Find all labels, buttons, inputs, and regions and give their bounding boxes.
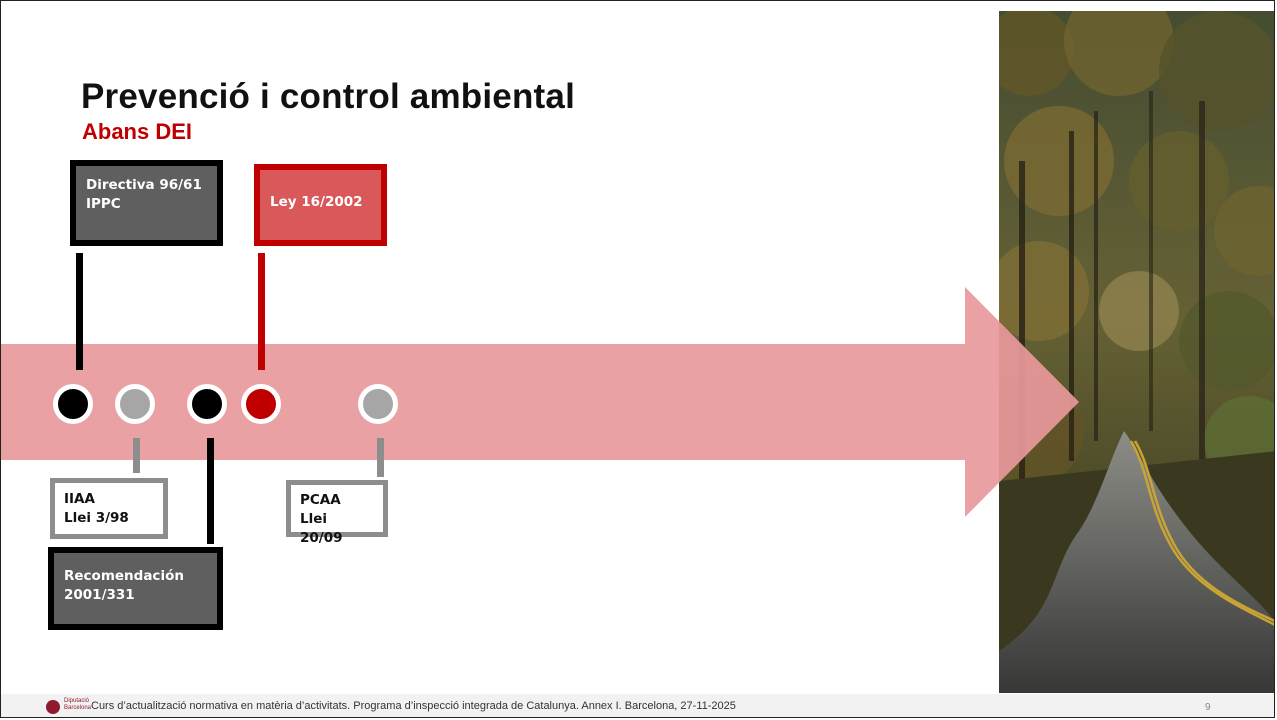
forest-road-illustration bbox=[999, 11, 1274, 693]
event-label-line: Llei 3/98 bbox=[64, 510, 129, 526]
event-label-line: Ley 16/2002 bbox=[270, 194, 363, 210]
event-box-iiaa: IIAA Llei 3/98 bbox=[50, 478, 168, 539]
timeline-arrow bbox=[1, 287, 1079, 517]
event-label-line: IPPC bbox=[86, 196, 121, 212]
slide-title: Prevenció i control ambiental bbox=[81, 77, 575, 116]
footer-org-name: Diputació Barcelona bbox=[64, 698, 92, 711]
timeline-dot-directiva bbox=[53, 384, 93, 424]
event-box-ley-16-2002: Ley 16/2002 bbox=[254, 164, 387, 246]
event-label-line: Directiva 96/61 bbox=[86, 177, 202, 193]
connector-ley-16-2002 bbox=[258, 253, 265, 370]
footer-text: Curs d’actualització normativa en matèri… bbox=[91, 700, 736, 712]
event-label-line: Recomendación bbox=[64, 568, 184, 584]
event-box-pcaa: PCAA Llei 20/09 bbox=[286, 480, 388, 546]
timeline-dot-ley-16-2002 bbox=[241, 384, 281, 424]
event-box-directiva-96-61: Directiva 96/61 IPPC bbox=[70, 160, 223, 246]
connector-iiaa bbox=[133, 438, 140, 473]
event-label-line: IIAA bbox=[64, 491, 95, 507]
timeline-dot-pcaa bbox=[358, 384, 398, 424]
connector-pcaa bbox=[377, 438, 384, 477]
forest-road-photo bbox=[999, 11, 1274, 693]
connector-recomendacion bbox=[207, 438, 214, 544]
slide-footer: Diputació Barcelona Curs d’actualització… bbox=[1, 694, 1274, 717]
event-box-recomendacion-2001-331: Recomendación 2001/331 bbox=[48, 547, 223, 630]
connector-directiva bbox=[76, 253, 83, 370]
timeline-dot-iiaa bbox=[115, 384, 155, 424]
event-label-line: PCAA bbox=[300, 492, 341, 508]
event-label-line: Llei 20/09 bbox=[300, 511, 343, 546]
event-label-line: 2001/331 bbox=[64, 587, 135, 603]
timeline-dot-recomendacion bbox=[187, 384, 227, 424]
page-number: 9 bbox=[1205, 702, 1211, 713]
slide-subtitle: Abans DEI bbox=[82, 119, 193, 144]
diputacio-logo-icon bbox=[46, 700, 60, 714]
